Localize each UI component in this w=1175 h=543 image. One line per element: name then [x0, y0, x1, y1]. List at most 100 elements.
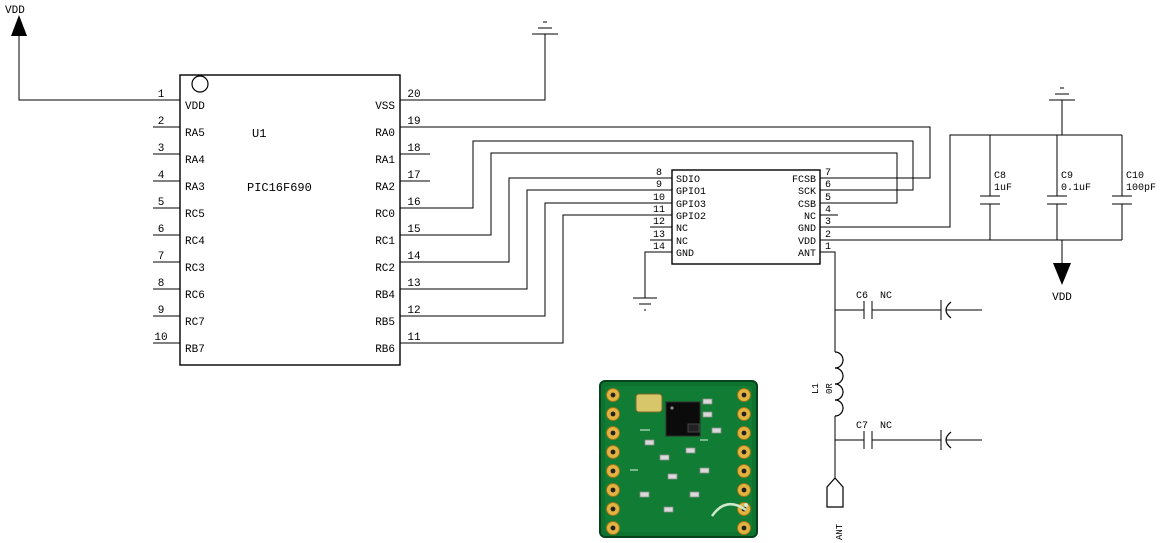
rf-body: [671, 169, 821, 265]
pin-label: SDIO: [676, 175, 700, 186]
pin-number: 17: [407, 170, 420, 182]
pin-label: GPIO1: [676, 187, 706, 198]
net-rb5-gpio3: [400, 202, 672, 317]
pcb-logo-dot: [744, 503, 748, 507]
rf-port-arc-c7: [945, 431, 952, 449]
net-vdd-u1: [18, 36, 180, 101]
pcb-small-ic: [687, 423, 700, 433]
pin-label: RA1: [375, 155, 395, 167]
pin-number: 12: [407, 305, 420, 317]
pin-label: RC6: [185, 290, 205, 302]
pin-number: 6: [825, 180, 831, 191]
vdd-right-label: VDD: [1052, 292, 1072, 304]
pcb-crystal: [635, 393, 663, 413]
c7-value: NC: [880, 421, 892, 432]
decoupling-caps-labels: C8 1uF C9 0.1uF C10 100pF: [994, 171, 1156, 194]
pin-number: 6: [158, 224, 165, 236]
pin-number: 1: [825, 242, 831, 253]
pin-number: 5: [825, 193, 831, 204]
pin-label: RC5: [185, 209, 205, 221]
pin-label: FCSB: [792, 175, 816, 186]
pin-label: CSB: [798, 200, 816, 211]
cap-ref: C9: [1061, 171, 1073, 182]
pin-label: RC4: [185, 236, 205, 248]
power-labels: VDD VDD: [5, 5, 1072, 304]
u1-part: PIC16F690: [247, 181, 312, 195]
pin-label: VDD: [185, 101, 205, 113]
pin-number: 1: [158, 89, 165, 101]
pcb-logo-swoosh: [710, 503, 747, 517]
pin-label: ANT: [798, 249, 816, 260]
u1-right-stubs: [400, 153, 430, 182]
pin-number: 12: [653, 217, 665, 228]
ant-label: ANT: [835, 523, 845, 540]
pin-number: 2: [825, 230, 831, 241]
pin-number: 4: [158, 170, 165, 182]
inductor-l1-coil: [834, 351, 844, 417]
cap-value: 1uF: [994, 183, 1012, 194]
u1-mcu: U1 PIC16F690 1 2 3 4 5 6 7 8 9 10 VDD RA…: [154, 74, 421, 366]
vdd-left-label: VDD: [5, 5, 25, 17]
curved-symbols: [834, 301, 952, 449]
pin-label: RC0: [375, 209, 395, 221]
u1-body: [179, 74, 401, 366]
pin-label: RA0: [375, 128, 395, 140]
c6-ref: C6: [856, 291, 868, 302]
l1-ref: L1: [811, 383, 821, 394]
cap-value: 0.1uF: [1061, 183, 1091, 194]
net-ant-trunk: [820, 251, 836, 478]
pin-label: RC1: [375, 236, 395, 248]
antenna-connector: [826, 477, 844, 508]
net-rb6-gpio2: [400, 214, 672, 344]
pin-number: 7: [825, 168, 831, 179]
pin-label: NC: [676, 224, 688, 235]
rf-nc-stubs: [650, 214, 838, 241]
antenna-network-labels: C6 NC C7 NC L1 0R ANT: [811, 291, 892, 540]
pin-label: VDD: [798, 237, 816, 248]
pin-label: RB7: [185, 344, 205, 356]
cap-c9-symbol: [1047, 135, 1067, 240]
u1-left-stubs: [153, 126, 180, 344]
rf-port-arc-c6: [945, 301, 952, 319]
wires: [18, 21, 1132, 478]
net-rc1-csb: [400, 152, 898, 236]
pin-label: NC: [676, 237, 688, 248]
pin-label: RA5: [185, 128, 205, 140]
pcb-pads-left: [606, 388, 620, 535]
pin-label: RB4: [375, 290, 395, 302]
pin-label: RB6: [375, 344, 395, 356]
pcb-silkscreen-marks: [630, 429, 708, 471]
c7-ref: C7: [856, 421, 868, 432]
pin-number: 2: [158, 116, 165, 128]
net-rb4-gpio1: [400, 189, 672, 290]
pin-number: 13: [407, 278, 420, 290]
pin-number: 9: [158, 305, 165, 317]
pcb-ic-dot: [670, 406, 674, 410]
c6-branch: [835, 300, 982, 320]
pin-label: RC7: [185, 317, 205, 329]
pin-number: 19: [407, 116, 420, 128]
pin-number: 8: [158, 278, 165, 290]
cap-c8-symbol: [980, 135, 1000, 240]
pin-number: 14: [653, 242, 665, 253]
pin-number: 10: [653, 193, 665, 204]
pin-number: 18: [407, 143, 420, 155]
pin-label: RC2: [375, 263, 395, 275]
pin-number: 11: [653, 205, 665, 216]
pin-label: RC3: [185, 263, 205, 275]
pin-label: NC: [804, 212, 816, 223]
pcb-smd-parts: [639, 398, 722, 513]
pin-number: 7: [158, 251, 165, 263]
pin-label: RA3: [185, 182, 205, 194]
pcb-photo: [599, 380, 758, 538]
pin-number: 13: [653, 230, 665, 241]
pin-label: RB5: [375, 317, 395, 329]
vdd-arrow-up-icon: [11, 15, 27, 36]
c7-branch: [835, 430, 982, 450]
pin-label: VSS: [375, 101, 395, 113]
vdd-arrow-down-icon: [1053, 263, 1071, 285]
pin-number: 4: [825, 205, 831, 216]
pin-label: RA2: [375, 182, 395, 194]
